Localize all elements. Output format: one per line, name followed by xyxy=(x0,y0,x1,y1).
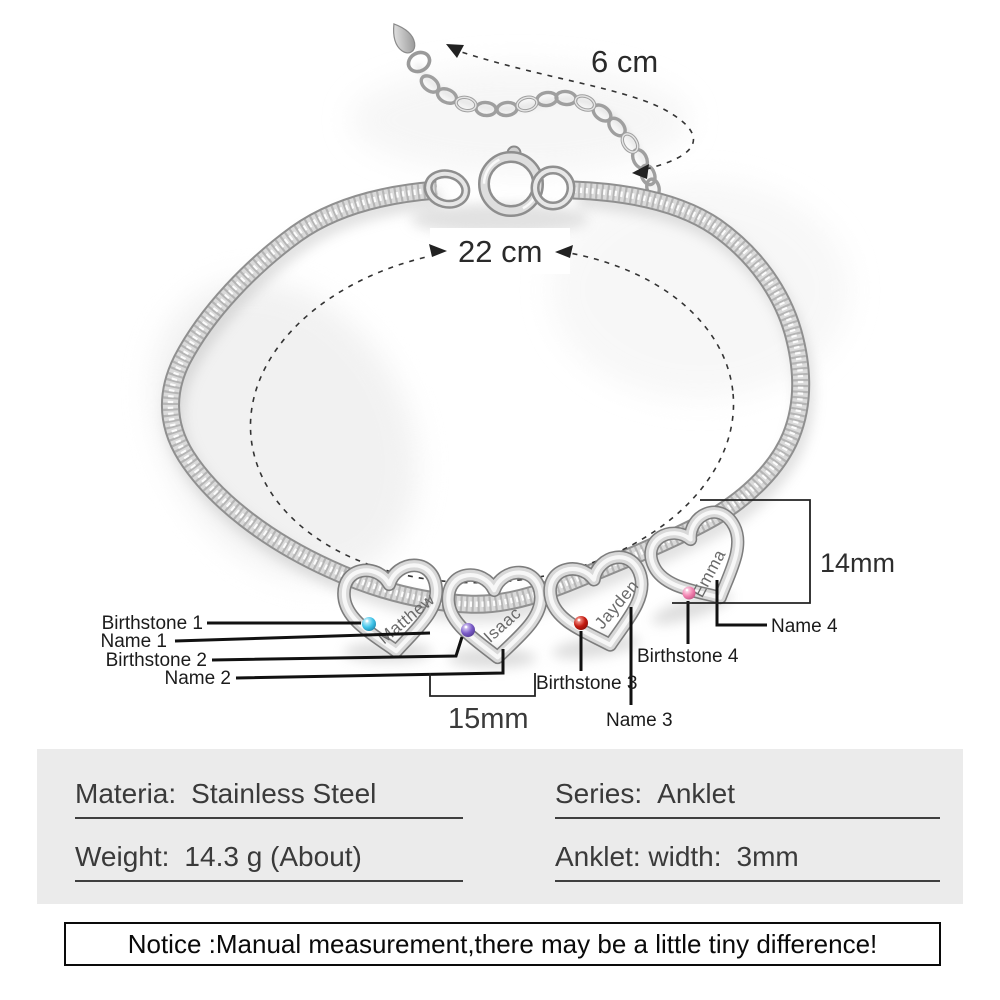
connector-ring xyxy=(530,165,576,211)
callout-birthstone-2: Birthstone 2 xyxy=(106,650,207,671)
callout-birthstone-1: Birthstone 1 xyxy=(102,613,203,634)
teardrop-end-cap xyxy=(392,23,416,54)
birthstone-gem-4 xyxy=(682,586,696,600)
spec-series-value: Anklet xyxy=(657,778,735,809)
spec-series: Series: Anklet xyxy=(555,778,940,819)
extension-length-label: 6 cm xyxy=(591,44,658,79)
spec-width-value: 3mm xyxy=(736,841,799,872)
spec-series-label: Series: xyxy=(555,778,643,809)
birthstone-gem-1 xyxy=(362,617,376,631)
spec-width: Anklet: width: 3mm xyxy=(555,841,940,882)
callout-lines xyxy=(174,580,767,705)
curb-chain-highlights xyxy=(455,95,639,153)
spec-material-label: Materia: xyxy=(75,778,177,809)
clasp xyxy=(415,145,585,230)
callout-name-1: Name 1 xyxy=(100,631,167,652)
callout-birthstone-4: Birthstone 4 xyxy=(637,646,739,667)
spec-width-label: Anklet: width: xyxy=(555,841,722,872)
spec-panel: Materia: Stainless Steel Series: Anklet We… xyxy=(37,749,963,904)
heart-spacing-bracket xyxy=(429,673,536,697)
callout-name-2: Name 2 xyxy=(164,668,231,689)
spec-weight-label: Weight: xyxy=(75,841,170,872)
circumference-label: 22 cm xyxy=(458,234,542,269)
callout-name-4: Name 4 xyxy=(771,616,838,637)
heart-spacing-label: 15mm xyxy=(448,703,529,735)
spec-material: Materia: Stainless Steel xyxy=(75,778,463,819)
spec-material-value: Stainless Steel xyxy=(191,778,377,809)
heart-charm-1: Matthew xyxy=(337,558,443,658)
snake-chain xyxy=(160,180,815,623)
spec-weight-value: 14.3 g (About) xyxy=(184,841,362,872)
birthstone-gem-3 xyxy=(574,616,588,630)
heart-height-label: 14mm xyxy=(820,548,895,578)
anklet-photo: 6 cm xyxy=(100,23,895,735)
extension-measure-arrow xyxy=(446,44,695,179)
notice-banner: Notice :Manual measurement,there may be … xyxy=(64,922,941,966)
callout-name-3: Name 3 xyxy=(606,710,673,731)
callout-birthstone-3: Birthstone 3 xyxy=(536,673,637,694)
birthstone-gem-2 xyxy=(461,623,475,637)
spec-weight: Weight: 14.3 g (About) xyxy=(75,841,463,882)
heart-height-bracket xyxy=(672,499,811,604)
extension-chain xyxy=(392,23,661,199)
notice-text: Notice :Manual measurement,there may be … xyxy=(127,928,878,959)
extension-end-ring xyxy=(406,50,432,74)
jump-ring xyxy=(423,169,471,209)
